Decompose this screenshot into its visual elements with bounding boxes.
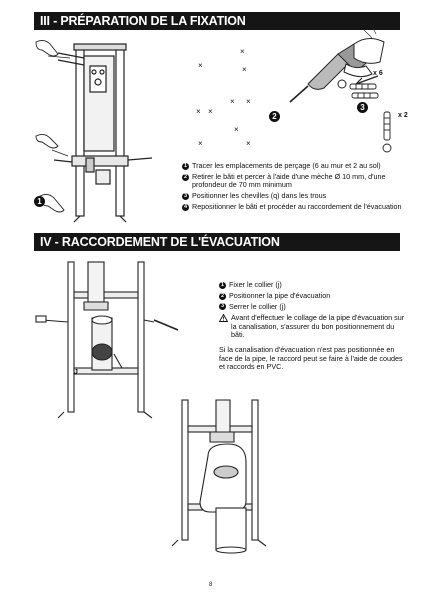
svg-text:×: × [246, 97, 251, 106]
collar-frame-drawing [35, 261, 179, 419]
page-number: 8 [209, 582, 213, 588]
floor-dowels-drawing [382, 111, 392, 153]
section-4-title: IV - RACCORDEMENT DE L'ÉVACUATION [40, 235, 280, 249]
svg-text:×: × [240, 47, 245, 56]
quantity-x6: x 6 [373, 70, 383, 77]
svg-text:×: × [198, 61, 203, 70]
quantity-x2: x 2 [398, 112, 408, 119]
section-3-title: III - PRÉPARATION DE LA FIXATION [40, 14, 246, 28]
svg-text:×: × [198, 139, 203, 148]
callout-1: 1 [34, 196, 45, 207]
svg-text:×: × [242, 65, 247, 74]
warning-icon [219, 314, 228, 323]
svg-text:×: × [234, 125, 239, 134]
callout-3: 3 [357, 102, 368, 113]
section-4-header: IV - RACCORDEMENT DE L'ÉVACUATION [34, 233, 400, 251]
svg-text:×: × [246, 139, 251, 148]
svg-text:×: × [196, 107, 201, 116]
svg-text:×: × [208, 107, 213, 116]
warning-note: Avant d'effectuer le collage de la pipe … [219, 313, 406, 340]
dowels-drawing [337, 79, 379, 99]
pvc-note: Si la canalisation d'évacuation n'est pa… [219, 344, 403, 372]
evacuation-pipe-drawing [171, 399, 267, 554]
label-j: J [74, 369, 78, 376]
frame-installation-drawing [35, 39, 153, 223]
drill-illustration [289, 25, 385, 103]
section-3-header: III - PRÉPARATION DE LA FIXATION [34, 12, 400, 30]
callout-2: 2 [269, 111, 280, 122]
svg-text:×: × [230, 97, 235, 106]
drill-marks-drawing: × × × × × × × × × × [196, 47, 251, 148]
